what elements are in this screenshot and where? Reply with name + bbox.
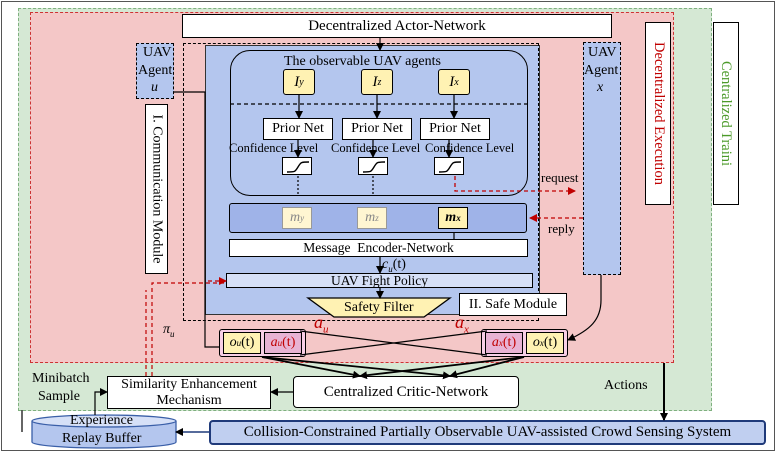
uav-agent-u-line3: u [151, 80, 158, 95]
actor-network-header: Decentralized Actor-Network [182, 14, 612, 38]
request-label: request [541, 170, 579, 185]
prior-net-y: Prior Net [263, 118, 333, 140]
prior-net-x: Prior Net [420, 118, 490, 140]
safe-module-box: II. Safe Module [459, 293, 567, 316]
uav-agent-u-line2: Agent [138, 63, 173, 78]
minibatch-label-line2: Sample [38, 389, 80, 404]
communication-module-region [183, 43, 539, 321]
uav-agent-x-line2: Agent [584, 63, 619, 78]
message-encoder: Message Encoder-Network [229, 239, 528, 257]
uav-agent-x-line1: UAV [588, 45, 617, 60]
actor-network-label: Decentralized Actor-Network [308, 17, 486, 34]
actions-label: Actions [604, 378, 648, 393]
safety-filter-label: Safety Filter [344, 300, 414, 315]
centralized-critic-box: Centralized Critic-Network [293, 376, 519, 408]
pi-u-label: πu [163, 322, 175, 339]
similarity-enhancement-box: Similarity Enhancement Mechanism [107, 376, 271, 409]
centralized-training-box [713, 22, 739, 205]
uav-agent-u [136, 43, 174, 99]
au-tilde-label: au [314, 312, 329, 336]
prior-net-z: Prior Net [342, 118, 412, 140]
sigmoid-icon [438, 161, 462, 173]
communication-module-box [145, 104, 168, 274]
replay-buffer-line1: Experience [70, 413, 133, 428]
decentralized-execution-box [645, 22, 671, 205]
ax-tilde-label: ax [455, 312, 469, 336]
replay-buffer-line2: Replay Buffer [62, 431, 142, 446]
uav-agent-u-line1: UAV [143, 45, 172, 60]
reply-label: reply [548, 221, 575, 236]
confidence-label-z: Confidence Level [331, 141, 421, 155]
cu-label: cu(t) [382, 257, 406, 274]
system-box: Collision-Constrained Partially Observab… [209, 420, 766, 445]
sigmoid-icon [286, 161, 310, 173]
uav-agent-x-line3: x [597, 80, 604, 95]
sigmoid-icon [362, 161, 386, 173]
uav-agent-x [583, 42, 621, 275]
minibatch-label-line1: Minibatch [32, 371, 90, 386]
observable-agents-label: The observable UAV agents [284, 54, 441, 69]
